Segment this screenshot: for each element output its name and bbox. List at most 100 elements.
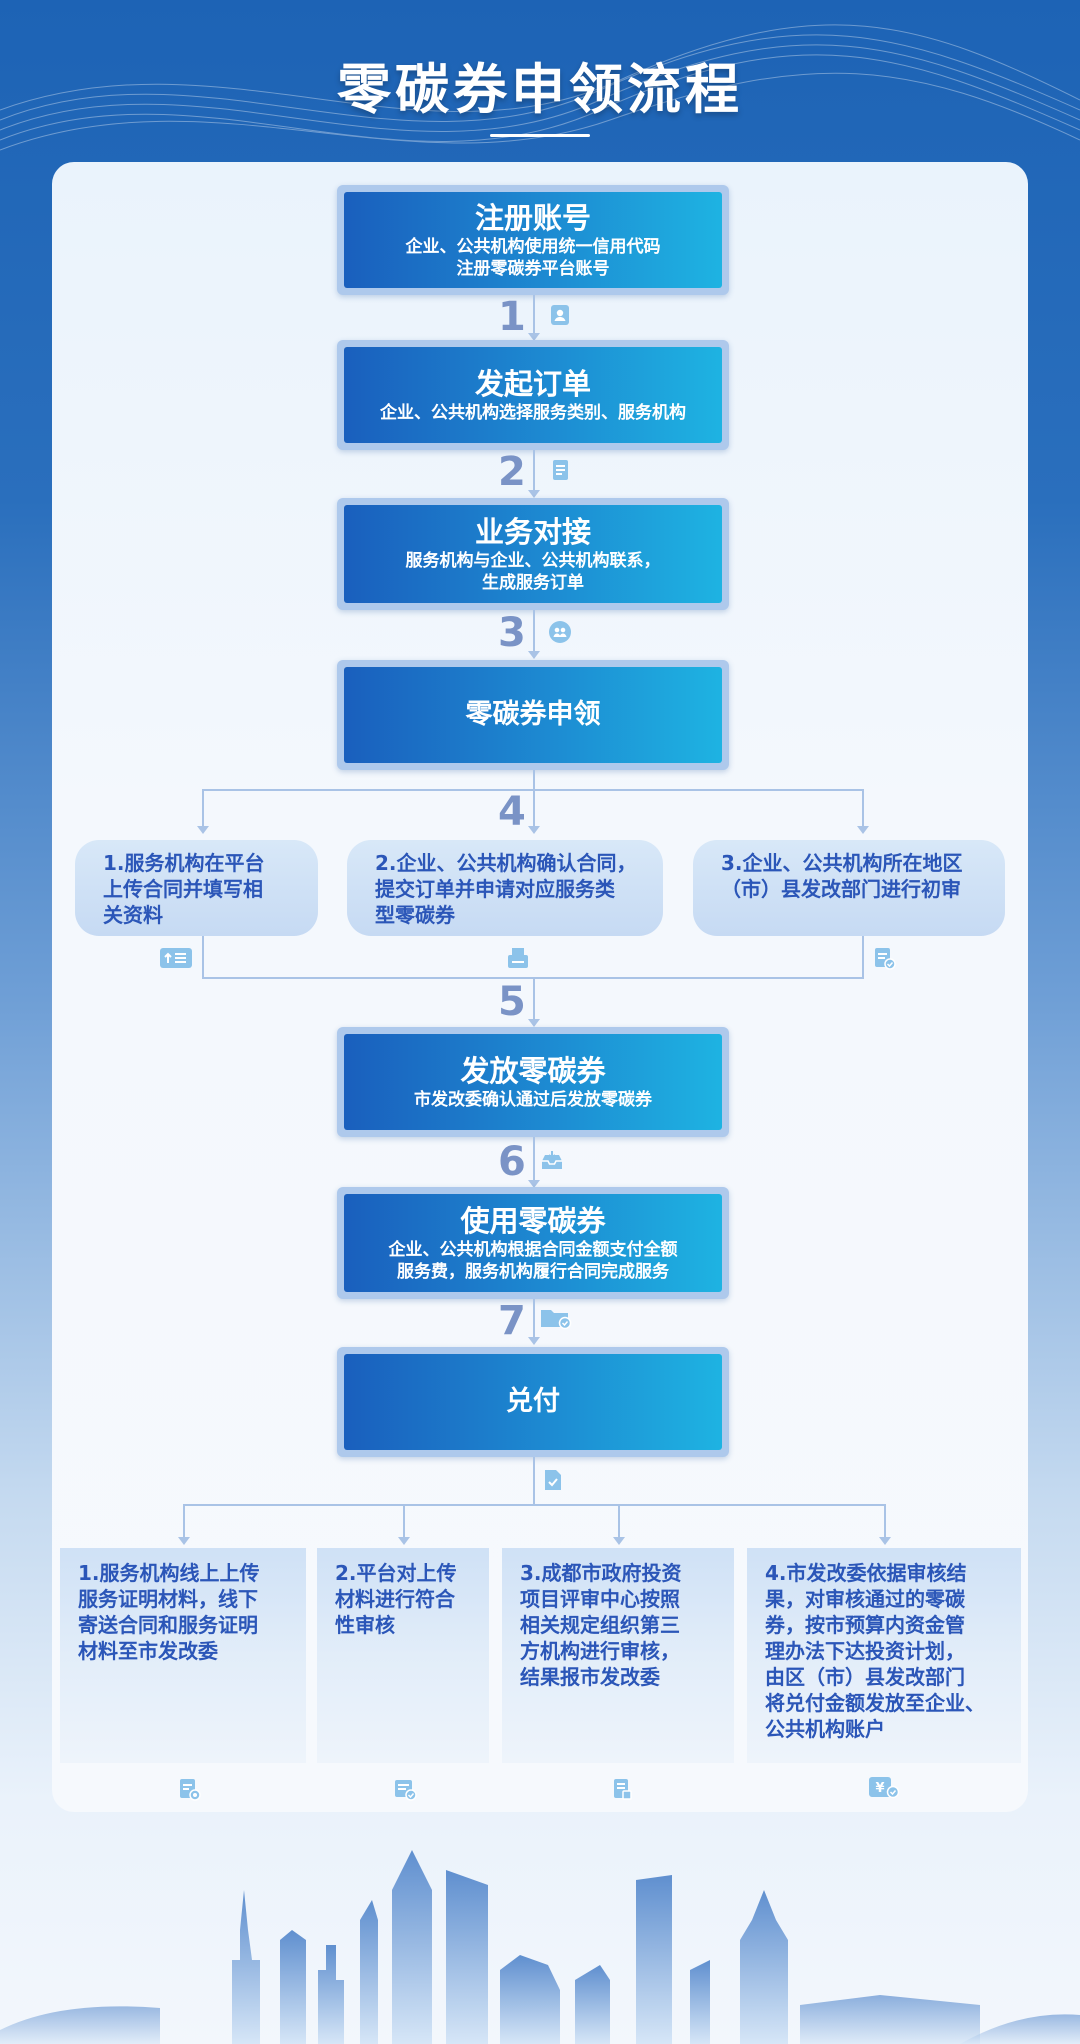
redeem-substep-4: 4.市发改委依据审核结 果，对审核通过的零碳 券，按市预算内资金管 理办法下达投… [747, 1548, 1021, 1763]
apply-substep-1: 1.服务机构在平台 上传合同并填写相 关资料 [75, 840, 318, 936]
connector [202, 936, 204, 978]
connector [618, 1504, 620, 1540]
connector [533, 1299, 535, 1340]
step-number: 4 [498, 789, 526, 835]
step-number: 6 [498, 1139, 526, 1185]
doc-seal-icon [177, 1777, 201, 1801]
connector [533, 610, 535, 654]
connector [533, 789, 535, 829]
connector [533, 450, 535, 493]
connector-arrow [613, 1537, 625, 1545]
substep-line: 材料至市发改委 [78, 1639, 218, 1663]
money-check-icon: ¥ [868, 1775, 900, 1799]
redeem-substep-3: 3.成都市政府投资 项目评审中心按照 相关规定组织第三 方机构进行审核， 结果报… [502, 1548, 734, 1763]
connector-arrow [528, 1180, 540, 1188]
branch-line [183, 1504, 886, 1506]
city-skyline-illustration [0, 1850, 1080, 2044]
substep-line: 理办法下达投资计划， [765, 1639, 965, 1663]
connector [862, 789, 864, 829]
substep-line: 果，对审核通过的零碳 [765, 1587, 965, 1611]
substep-line: 方机构进行审核， [520, 1639, 680, 1663]
substep-line: （市）县发改部门进行初审 [721, 877, 961, 901]
connector [533, 770, 535, 790]
connector-arrow [197, 826, 209, 834]
step-desc: 企业、公共机构选择服务类别、服务机构 [380, 403, 686, 423]
step-title: 业务对接 [474, 515, 591, 549]
account-icon [548, 303, 572, 327]
doc-review-icon [872, 946, 896, 970]
connector [183, 1504, 185, 1540]
decorative-waves [0, 24, 1080, 151]
substep-line: 上传合同并填写相 [103, 877, 263, 901]
step-number: 7 [498, 1298, 526, 1344]
step-desc: 生成服务订单 [482, 573, 584, 593]
connector-arrow [528, 490, 540, 498]
substep-line: 项目评审中心按照 [520, 1587, 680, 1611]
people-icon [548, 620, 572, 644]
substep-line: 结果报市发改委 [520, 1665, 660, 1689]
connector-arrow [398, 1537, 410, 1545]
substep-line: 3.成都市政府投资 [520, 1561, 682, 1585]
connector [403, 1504, 405, 1540]
redeem-substep-1: 1.服务机构线上上传 服务证明材料，线下 寄送合同和服务证明 材料至市发改委 [60, 1548, 306, 1763]
substep-line: 3.企业、公共机构所在地区 [721, 851, 963, 875]
connector [533, 977, 535, 1022]
substep-line: 由区（市）县发改部门 [765, 1665, 965, 1689]
doc-approve-icon [393, 1777, 417, 1801]
step-title: 发放零碳券 [460, 1054, 606, 1088]
step-redeem: 兑付 [337, 1347, 729, 1457]
step-create-order: 发起订单 企业、公共机构选择服务类别、服务机构 [337, 340, 729, 450]
inbox-icon [540, 1148, 564, 1172]
folder-check-icon [540, 1306, 572, 1330]
connector-arrow [528, 333, 540, 341]
substep-line: 券，按市预算内资金管 [765, 1613, 965, 1637]
substep-line: 型零碳券 [375, 903, 455, 927]
document-icon [548, 458, 572, 482]
step-title: 注册账号 [474, 201, 591, 235]
substep-line: 性审核 [335, 1613, 395, 1637]
substep-line: 1.服务机构线上上传 [78, 1561, 260, 1585]
doc-report-icon [610, 1777, 634, 1801]
substep-line: 服务证明材料，线下 [78, 1587, 258, 1611]
page-title: 零碳券申领流程 [337, 58, 743, 121]
substep-line: 提交订单并申请对应服务类 [375, 877, 615, 901]
step-desc: 注册零碳券平台账号 [456, 259, 610, 279]
connector [533, 1137, 535, 1183]
substep-line: 2.企业、公共机构确认合同， [375, 851, 637, 875]
substep-line: 寄送合同和服务证明 [78, 1613, 258, 1637]
connector [884, 1504, 886, 1540]
connector [202, 789, 204, 829]
step-apply-coupon: 零碳券申领 [337, 660, 729, 770]
step-business-docking: 业务对接 服务机构与企业、公共机构联系， 生成服务订单 [337, 498, 729, 610]
connector [533, 295, 535, 337]
connector-arrow [528, 651, 540, 659]
apply-substep-2: 2.企业、公共机构确认合同， 提交订单并申请对应服务类 型零碳券 [347, 840, 663, 936]
connector-arrow [879, 1537, 891, 1545]
step-title: 兑付 [506, 1386, 560, 1417]
step-number: 2 [498, 449, 526, 495]
connector-arrow [178, 1537, 190, 1545]
step-title: 零碳券申领 [465, 699, 601, 730]
substep-line: 将兑付金额发放至企业、 [765, 1691, 985, 1715]
step-title: 发起订单 [474, 367, 591, 401]
connector-arrow [857, 826, 869, 834]
step-desc: 市发改委确认通过后发放零碳券 [414, 1090, 652, 1110]
step-desc: 服务机构与企业、公共机构联系， [405, 551, 661, 571]
redeem-substep-2: 2.平台对上传 材料进行符合 性审核 [317, 1548, 489, 1763]
step-issue-coupon: 发放零碳券 市发改委确认通过后发放零碳券 [337, 1027, 729, 1137]
step-number: 3 [498, 610, 526, 656]
connector [533, 1457, 535, 1505]
step-title: 使用零碳券 [460, 1204, 606, 1238]
connector-arrow [528, 1337, 540, 1345]
upload-list-icon [160, 946, 192, 970]
step-number: 1 [498, 294, 526, 340]
step-number: 5 [498, 979, 526, 1025]
step-use-coupon: 使用零碳券 企业、公共机构根据合同金额支付全额 服务费，服务机构履行合同完成服务 [337, 1187, 729, 1299]
connector [862, 936, 864, 978]
step-register-account: 注册账号 企业、公共机构使用统一信用代码 注册零碳券平台账号 [337, 185, 729, 295]
substep-line: 1.服务机构在平台 [103, 851, 265, 875]
substep-line: 相关规定组织第三 [520, 1613, 680, 1637]
apply-substep-3: 3.企业、公共机构所在地区 （市）县发改部门进行初审 [693, 840, 1005, 936]
step-desc: 服务费，服务机构履行合同完成服务 [397, 1262, 669, 1282]
title-underline [490, 134, 590, 137]
